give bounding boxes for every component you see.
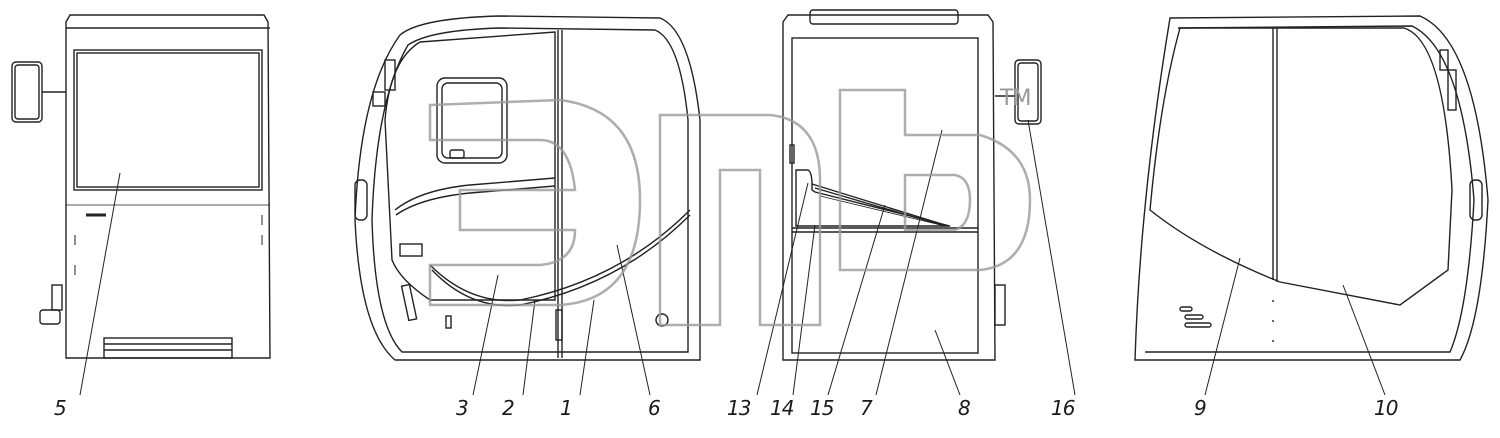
callout-label: 5 bbox=[54, 396, 67, 420]
callout-label: 10 bbox=[1374, 396, 1398, 420]
left-side-view bbox=[354, 15, 701, 396]
callout-label: 1 bbox=[560, 396, 573, 420]
callout-label: 16 bbox=[1051, 396, 1075, 420]
rear-view bbox=[756, 9, 1076, 396]
callout-label: 9 bbox=[1194, 396, 1207, 420]
right-side-view bbox=[1134, 15, 1489, 396]
callout-label: 3 bbox=[456, 396, 469, 420]
callout-label: 6 bbox=[648, 396, 661, 420]
callout-label: 13 bbox=[727, 396, 751, 420]
callout-label: 8 bbox=[958, 396, 971, 420]
watermark-logo bbox=[428, 88, 1032, 327]
callout-label: 14 bbox=[770, 396, 794, 420]
callout-label: 2 bbox=[502, 396, 515, 420]
callout-label: 7 bbox=[860, 396, 873, 420]
front-view bbox=[11, 14, 271, 396]
trademark-text: TM bbox=[1000, 86, 1031, 111]
callout-label: 15 bbox=[810, 396, 834, 420]
